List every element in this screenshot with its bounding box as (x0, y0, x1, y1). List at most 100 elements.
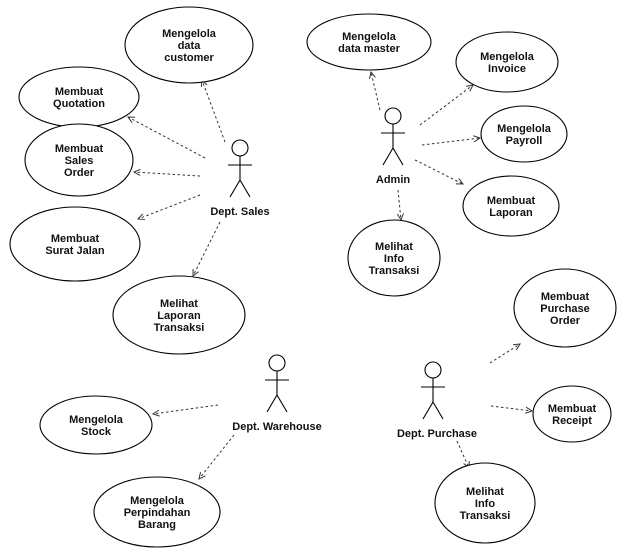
use-case-ellipse (480, 105, 568, 163)
use-case-label-line: Membuat (541, 291, 590, 303)
association-purchase-to-uc-info-purchase (456, 440, 470, 470)
association-admin-to-uc-info-admin (396, 189, 404, 222)
arrowhead (455, 178, 465, 185)
actor-purchase: Dept. Purchase (397, 361, 477, 440)
actor-label: Dept. Purchase (397, 428, 477, 440)
use-case-label-line: Perpindahan (124, 507, 191, 519)
arrowhead (369, 70, 376, 79)
stick-figure-icon (381, 107, 405, 166)
use-case-ellipse (124, 6, 254, 84)
stick-figure-icon (228, 139, 252, 198)
use-case-label-line: Membuat (55, 86, 104, 98)
use-case-label-line: Surat Jalan (45, 245, 105, 257)
actor-label: Admin (376, 174, 411, 186)
arrowhead (512, 343, 521, 351)
use-case-label-line: Info (475, 498, 495, 510)
association-sales-to-uc-quotation (126, 116, 206, 159)
arrowhead (151, 409, 160, 417)
use-case-label-line: Sales (65, 155, 94, 167)
use-case-label-line: Order (64, 167, 95, 179)
use-case-label-line: Invoice (488, 63, 526, 75)
use-case-ellipse (112, 275, 246, 355)
stick-figure-icon (265, 354, 289, 413)
association-sales-to-uc-sales-order (132, 168, 201, 177)
association-layer (126, 70, 534, 480)
association-admin-to-uc-invoice (419, 84, 474, 126)
actor-sales: Dept. Sales (210, 139, 270, 218)
actor-warehouse: Dept. Warehouse (232, 354, 322, 433)
use-case-label-line: Melihat (375, 241, 413, 253)
association-warehouse-to-uc-perpindahan (198, 434, 235, 480)
arrowhead (132, 168, 141, 176)
use-case-label-line: Membuat (548, 403, 597, 415)
association-admin-to-uc-laporan (414, 159, 465, 185)
use-case-label-line: Transaksi (154, 322, 205, 334)
use-case-label-line: Mengelola (130, 495, 185, 507)
use-case-label-line: Melihat (160, 298, 198, 310)
arrowhead (198, 472, 206, 480)
use-case-label-line: Purchase (540, 303, 590, 315)
association-sales-to-uc-laporan-transaksi (192, 221, 221, 278)
use-case-label-line: data (178, 40, 202, 52)
stick-figure-icon (421, 361, 445, 420)
actor-admin: Admin (376, 107, 411, 186)
use-case-label-line: Stock (81, 426, 112, 438)
use-case-label-line: Transaksi (460, 510, 511, 522)
use-case-label-line: Mengelola (162, 28, 217, 40)
use-case-label-line: Mengelola (69, 414, 124, 426)
use-case-label-line: Laporan (489, 207, 533, 219)
use-case-ellipse (513, 268, 617, 348)
use-case-label-line: Mengelola (480, 51, 535, 63)
use-case-label-line: Transaksi (369, 265, 420, 277)
association-warehouse-to-uc-stock (151, 404, 219, 417)
use-case-label-line: Receipt (552, 415, 592, 427)
use-case-label-line: Membuat (55, 143, 104, 155)
actor-label: Dept. Warehouse (232, 421, 321, 433)
use-case-label-line: Mengelola (342, 31, 397, 43)
association-admin-to-uc-data-master (369, 70, 381, 111)
use-case-ellipse (434, 462, 536, 544)
arrowhead (466, 84, 474, 92)
arrowhead (126, 116, 136, 123)
use-case-ellipse (462, 175, 560, 237)
use-case-ellipse (93, 476, 221, 548)
use-case-ellipse (347, 219, 441, 297)
use-case-label-line: Order (550, 315, 581, 327)
arrowhead (473, 135, 482, 143)
use-case-label-line: Membuat (487, 195, 536, 207)
use-case-label-line: data master (338, 43, 400, 55)
use-case-ellipse (455, 31, 559, 93)
use-case-label-line: Quotation (53, 98, 105, 110)
association-sales-to-uc-surat-jalan (136, 194, 201, 221)
use-case-label-line: Mengelola (497, 123, 552, 135)
arrowhead (525, 406, 534, 414)
use-case-label-line: Info (384, 253, 404, 265)
use-case-label-line: Payroll (506, 135, 543, 147)
use-case-label-line: Membuat (51, 233, 100, 245)
use-case-ellipse (306, 13, 432, 71)
association-purchase-to-uc-purchase-order (489, 343, 521, 364)
use-case-ellipse (9, 206, 141, 282)
association-sales-to-uc-customer (200, 78, 226, 143)
arrowhead (136, 213, 146, 221)
arrowhead (192, 268, 199, 278)
use-case-ellipse (532, 385, 612, 443)
association-admin-to-uc-payroll (421, 135, 482, 146)
use-case-label-line: Melihat (466, 486, 504, 498)
use-case-layer: MengeloladatacustomerMembuatQuotationMem… (9, 6, 617, 548)
use-case-label-line: Laporan (157, 310, 201, 322)
